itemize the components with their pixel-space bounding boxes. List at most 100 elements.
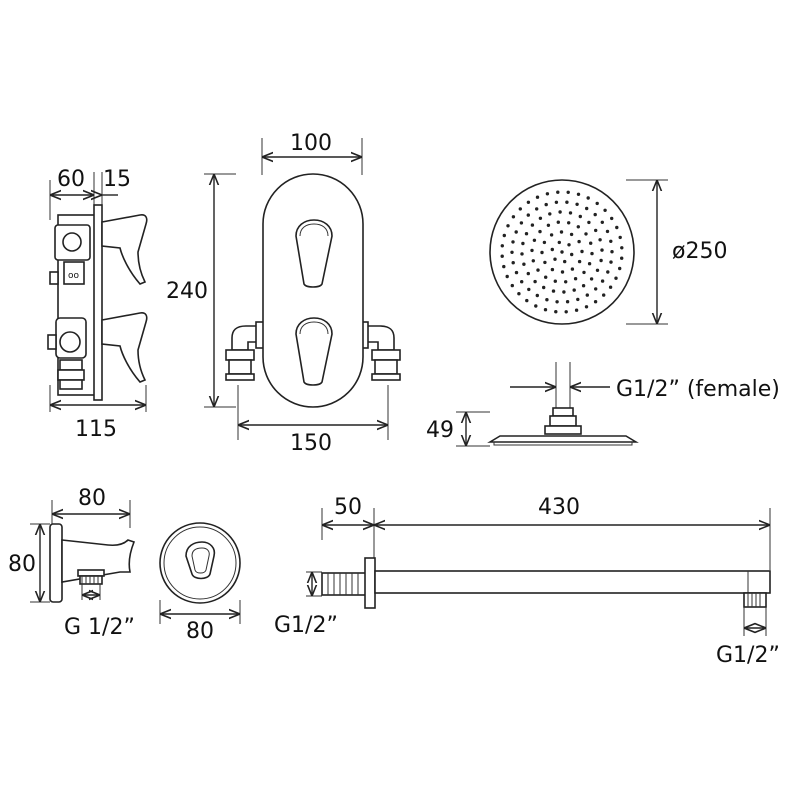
nozzle-dot — [610, 216, 614, 221]
nozzle-dot — [577, 239, 581, 244]
outlet-thread-label: G 1/2” — [64, 615, 135, 640]
nozzle-dot — [576, 225, 580, 229]
nozzle-dot — [567, 221, 571, 225]
nozzle-dot — [520, 280, 524, 284]
nozzle-dot — [550, 267, 555, 272]
nozzle-dot — [554, 310, 558, 314]
nozzle-dot — [553, 279, 557, 283]
nozzle-dot — [526, 213, 530, 217]
nozzle-dot — [531, 259, 535, 263]
nozzle-dot — [577, 259, 582, 264]
pipe-width-label: 150 — [290, 431, 332, 456]
nozzle-dot — [582, 270, 586, 275]
nozzle-dot — [560, 270, 565, 274]
nozzle-dot — [550, 247, 554, 252]
shower-arm-view: 50 430 G1/2” G1/2” — [274, 495, 780, 668]
nozzle-dot — [598, 238, 602, 242]
nozzle-dot — [564, 310, 568, 314]
nozzle-dot — [534, 304, 538, 308]
nozzle-dot — [567, 243, 571, 247]
nozzle-dot — [527, 287, 531, 292]
nozzle-dot — [576, 192, 581, 196]
nozzle-dot — [563, 259, 567, 264]
side-depth-label: 60 — [57, 167, 85, 192]
nozzle-dot — [610, 250, 614, 254]
nozzle-dot — [578, 214, 582, 219]
front-width-label: 100 — [290, 131, 332, 156]
nozzle-dot — [500, 254, 504, 258]
side-plate-label: 15 — [103, 167, 131, 192]
nozzle-dot — [589, 277, 594, 281]
nozzle-dot — [511, 215, 516, 219]
nozzle-dot — [533, 279, 537, 284]
nozzle-dot — [549, 233, 554, 237]
nozzle-dot — [544, 202, 548, 207]
nozzle-dot — [586, 196, 590, 200]
nozzle-dot — [606, 270, 610, 274]
nozzle-dot — [535, 195, 540, 199]
nozzle-dot — [600, 279, 605, 283]
arm-outlet-thread-label: G1/2” — [716, 643, 780, 668]
nozzle-dot — [574, 308, 579, 312]
nozzle-dot — [532, 238, 537, 242]
nozzle-dot — [620, 256, 624, 260]
nozzle-dot — [614, 276, 618, 280]
nozzle-dot — [545, 298, 549, 302]
nozzle-dot — [511, 240, 515, 244]
nozzle-dot — [602, 293, 606, 297]
nozzle-dot — [570, 252, 574, 257]
head-diameter-label: ø250 — [672, 239, 727, 264]
nozzle-dot — [569, 232, 574, 237]
nozzle-dot — [580, 249, 584, 254]
svg-text:oo: oo — [68, 271, 80, 281]
nozzle-dot — [600, 220, 604, 224]
nozzle-dot — [554, 200, 559, 204]
nozzle-dot — [600, 248, 604, 252]
nozzle-dot — [590, 251, 594, 256]
wall-outlet-front-view: 80 — [159, 522, 241, 644]
nozzle-dot — [584, 232, 588, 236]
shower-head-side-view: G1/2” (female) 49 — [426, 362, 780, 447]
nozzle-dot — [585, 206, 589, 211]
nozzle-dot — [535, 293, 539, 298]
nozzle-dot — [556, 220, 560, 224]
arm-wall-thread-label: G1/2” — [274, 613, 338, 638]
nozzle-dot — [525, 298, 529, 303]
nozzle-dot — [605, 229, 610, 234]
nozzle-dot — [566, 190, 570, 194]
nozzle-dot — [594, 228, 598, 233]
nozzle-dot — [609, 239, 613, 243]
nozzle-dot — [538, 229, 542, 234]
nozzle-dot — [581, 284, 586, 288]
nozzle-dot — [502, 233, 506, 238]
nozzle-dot — [570, 267, 575, 271]
outlet-width-label: 80 — [78, 486, 106, 511]
nozzle-dot — [609, 260, 613, 264]
nozzle-dot — [551, 289, 556, 293]
nozzle-dot — [620, 246, 624, 250]
nozzle-dot — [520, 252, 524, 256]
nozzle-dot — [526, 200, 531, 204]
nozzle-dot — [517, 292, 521, 296]
nozzle-dot — [553, 257, 557, 261]
nozzle-dot — [584, 305, 589, 309]
nozzle-dot — [536, 268, 540, 272]
nozzle-dot — [576, 297, 580, 302]
nozzle-dot — [618, 266, 622, 271]
nozzle-dot — [599, 258, 603, 263]
valve-side-view: 60 15 oo 115 — [47, 167, 148, 442]
nozzle-dot — [545, 192, 550, 196]
nozzle-dot — [555, 300, 559, 304]
nozzle-dot — [500, 244, 504, 248]
head-height-label: 49 — [426, 418, 454, 443]
nozzle-dot — [595, 268, 600, 272]
nozzle-dot — [587, 262, 592, 266]
nozzle-dot — [548, 212, 552, 216]
nozzle-dot — [585, 293, 589, 297]
nozzle-dot — [510, 283, 514, 288]
nozzle-dot — [524, 232, 529, 236]
nozzle-dot — [511, 261, 515, 265]
head-inlet-label: G1/2” (female) — [616, 377, 780, 402]
nozzle-dot — [535, 207, 539, 211]
